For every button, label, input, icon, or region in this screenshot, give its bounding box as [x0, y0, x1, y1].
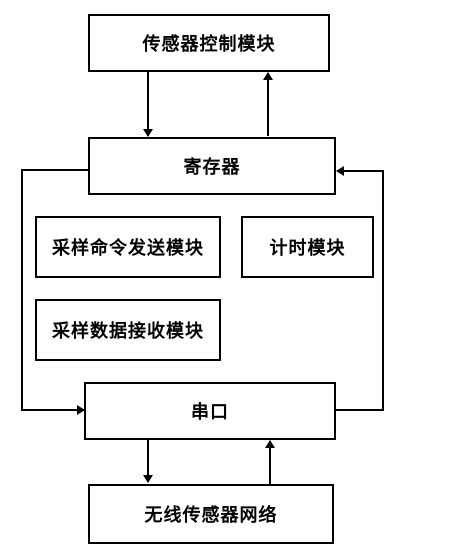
- node-register: 寄存器: [88, 137, 336, 195]
- loop-line-right: [336, 166, 384, 411]
- loop-line-left: [21, 169, 88, 415]
- node-serial-port: 串口: [84, 382, 336, 440]
- node-sensor-control-module: 传感器控制模块: [88, 14, 330, 72]
- node-sampling-command-send-module: 采样命令发送模块: [35, 216, 221, 278]
- node-timer-module: 计时模块: [241, 216, 374, 278]
- node-sampling-data-receive-module: 采样数据接收模块: [35, 299, 221, 361]
- node-wireless-sensor-network: 无线传感器网络: [88, 484, 334, 544]
